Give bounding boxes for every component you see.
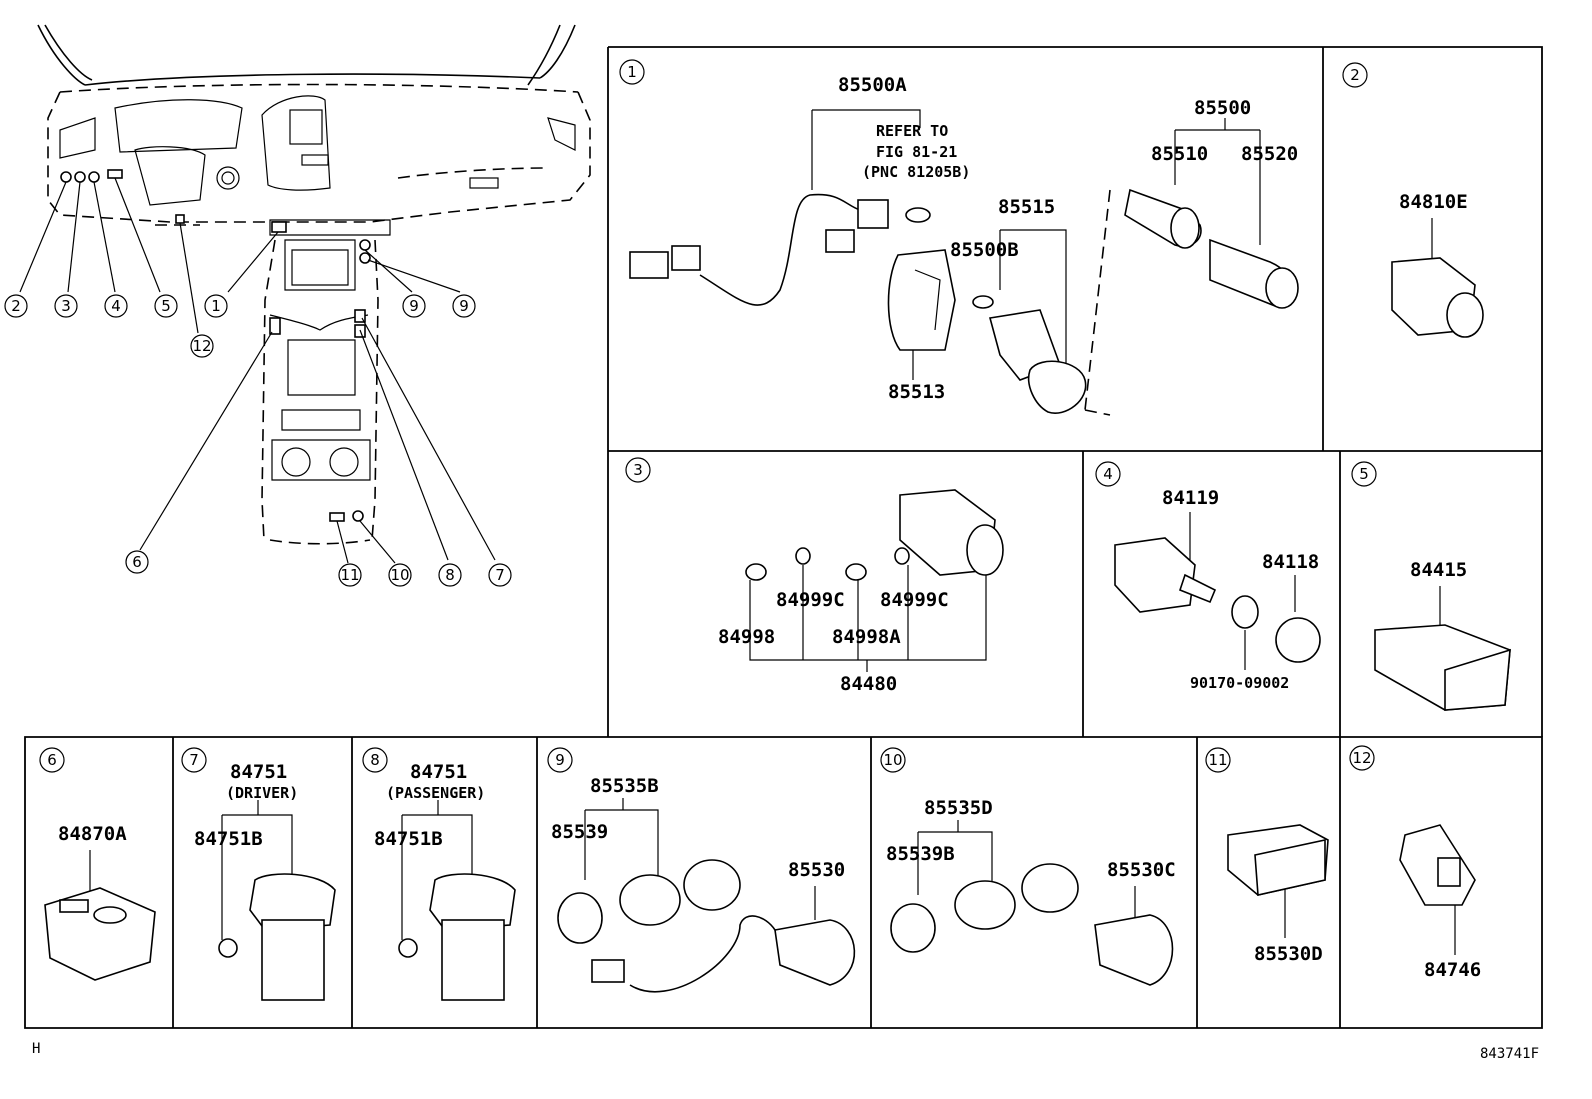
panel-9: 9 85535B 85539 85530 [547, 747, 856, 993]
refer-note: FIG 81-21 [876, 143, 957, 161]
callout-10: 10 [390, 566, 409, 584]
panel-number: 1 [627, 63, 637, 81]
panel-8: 8 84751 (PASSENGER) 84751B [362, 747, 516, 1001]
callout-2: 2 [11, 297, 21, 315]
part-number-85530D: 85530D [1254, 943, 1323, 965]
panel-grid [24, 46, 1543, 1029]
part-number-85535D: 85535D [924, 797, 993, 819]
part-number-84751B: 84751B [194, 828, 263, 850]
panel-number: 12 [1352, 749, 1371, 767]
part-number-85520: 85520 [1241, 143, 1298, 165]
part-number-84118: 84118 [1262, 551, 1319, 573]
panel-number: 2 [1350, 66, 1360, 84]
panel-number: 10 [883, 751, 902, 769]
illustration-id: 843741F [1480, 1046, 1539, 1062]
panel-number: 6 [47, 751, 57, 769]
panel-number: 9 [555, 751, 565, 769]
callout-12: 12 [192, 337, 211, 355]
part-number-85510: 85510 [1151, 143, 1208, 165]
callout-11: 11 [340, 566, 359, 584]
part-number-84480: 84480 [840, 673, 897, 695]
part-number-84119: 84119 [1162, 487, 1219, 509]
part-number-84751: 84751 [410, 761, 467, 783]
callout-5: 5 [161, 297, 171, 315]
part-number-90170-09002: 90170-09002 [1190, 674, 1289, 692]
part-number-85500B: 85500B [950, 239, 1019, 261]
callout-7: 7 [495, 566, 505, 584]
dashboard-overview [19, 24, 591, 564]
callout-6: 6 [132, 553, 142, 571]
panel-number: 11 [1208, 751, 1227, 769]
refer-note: REFER TO [876, 122, 948, 140]
part-number-84746: 84746 [1424, 959, 1481, 981]
panel-11: 11 85530D [1205, 747, 1329, 965]
part-number-85500A: 85500A [838, 74, 907, 96]
part-number-84998A: 84998A [832, 626, 901, 648]
callout-8: 8 [445, 566, 455, 584]
footer-left: H [32, 1041, 40, 1057]
panel-6: 6 84870A [39, 747, 156, 981]
panel-number: 5 [1359, 465, 1369, 483]
panel-number: 8 [370, 751, 380, 769]
part-number-85539: 85539 [551, 821, 608, 843]
part-number-84810E: 84810E [1399, 191, 1468, 213]
callout-9b: 9 [459, 297, 469, 315]
part-number-84998: 84998 [718, 626, 775, 648]
panel-number: 7 [189, 751, 199, 769]
panel-3: 3 84999C 84999C 84998 84998A 84480 [625, 457, 1004, 695]
part-number-84415: 84415 [1410, 559, 1467, 581]
callout-1: 1 [211, 297, 221, 315]
part-number-84999C: 84999C [776, 589, 845, 611]
part-number-85535B: 85535B [590, 775, 659, 797]
panel-12: 12 84746 [1349, 745, 1481, 981]
part-number-85530: 85530 [788, 859, 845, 881]
callout-4: 4 [111, 297, 121, 315]
side-note-driver: (DRIVER) [226, 784, 298, 802]
callout-9a: 9 [409, 297, 419, 315]
overview-callouts: 2 3 4 5 1 12 9 9 6 11 10 8 7 [4, 294, 512, 587]
part-number-85530C: 85530C [1107, 859, 1176, 881]
refer-note: (PNC 81205B) [862, 163, 970, 181]
panel-1: 1 85500A REFER TO FIG 81-21 (PNC 81205B)… [619, 59, 1299, 416]
part-number-84870A: 84870A [58, 823, 127, 845]
panel-2: 2 84810E [1342, 62, 1484, 338]
panel-number: 3 [633, 461, 643, 479]
side-note-passenger: (PASSENGER) [386, 784, 485, 802]
part-number-84999C: 84999C [880, 589, 949, 611]
part-number-85539B: 85539B [886, 843, 955, 865]
part-number-85500: 85500 [1194, 97, 1251, 119]
panel-7: 7 84751 (DRIVER) 84751B [181, 747, 336, 1001]
panel-5: 5 84415 [1351, 461, 1511, 711]
panel-4: 4 84119 84118 90170-09002 [1095, 461, 1321, 692]
part-number-85515: 85515 [998, 196, 1055, 218]
part-number-85513: 85513 [888, 381, 945, 403]
panel-10: 10 85535D 85539B 85530C [880, 747, 1176, 986]
part-number-84751B: 84751B [374, 828, 443, 850]
part-number-84751: 84751 [230, 761, 287, 783]
panel-number: 4 [1103, 465, 1113, 483]
callout-3: 3 [61, 297, 71, 315]
